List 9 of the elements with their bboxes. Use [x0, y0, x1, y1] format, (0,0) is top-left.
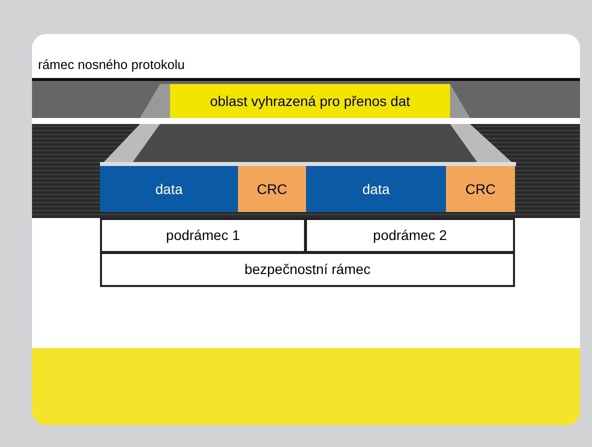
safety-frame-box: bezpečnostní rámec — [100, 252, 515, 287]
frame-title: rámec nosného protokolu — [38, 56, 185, 74]
subframe-box: podrámec 1 — [100, 218, 306, 253]
data-field: data — [306, 166, 446, 212]
subframe-box: podrámec 2 — [305, 218, 515, 253]
crc-field: CRC — [238, 166, 306, 212]
reserved-area-box: oblast vyhrazená pro přenos dat — [170, 84, 450, 118]
data-field: data — [100, 166, 238, 212]
crc-field: CRC — [446, 166, 515, 212]
